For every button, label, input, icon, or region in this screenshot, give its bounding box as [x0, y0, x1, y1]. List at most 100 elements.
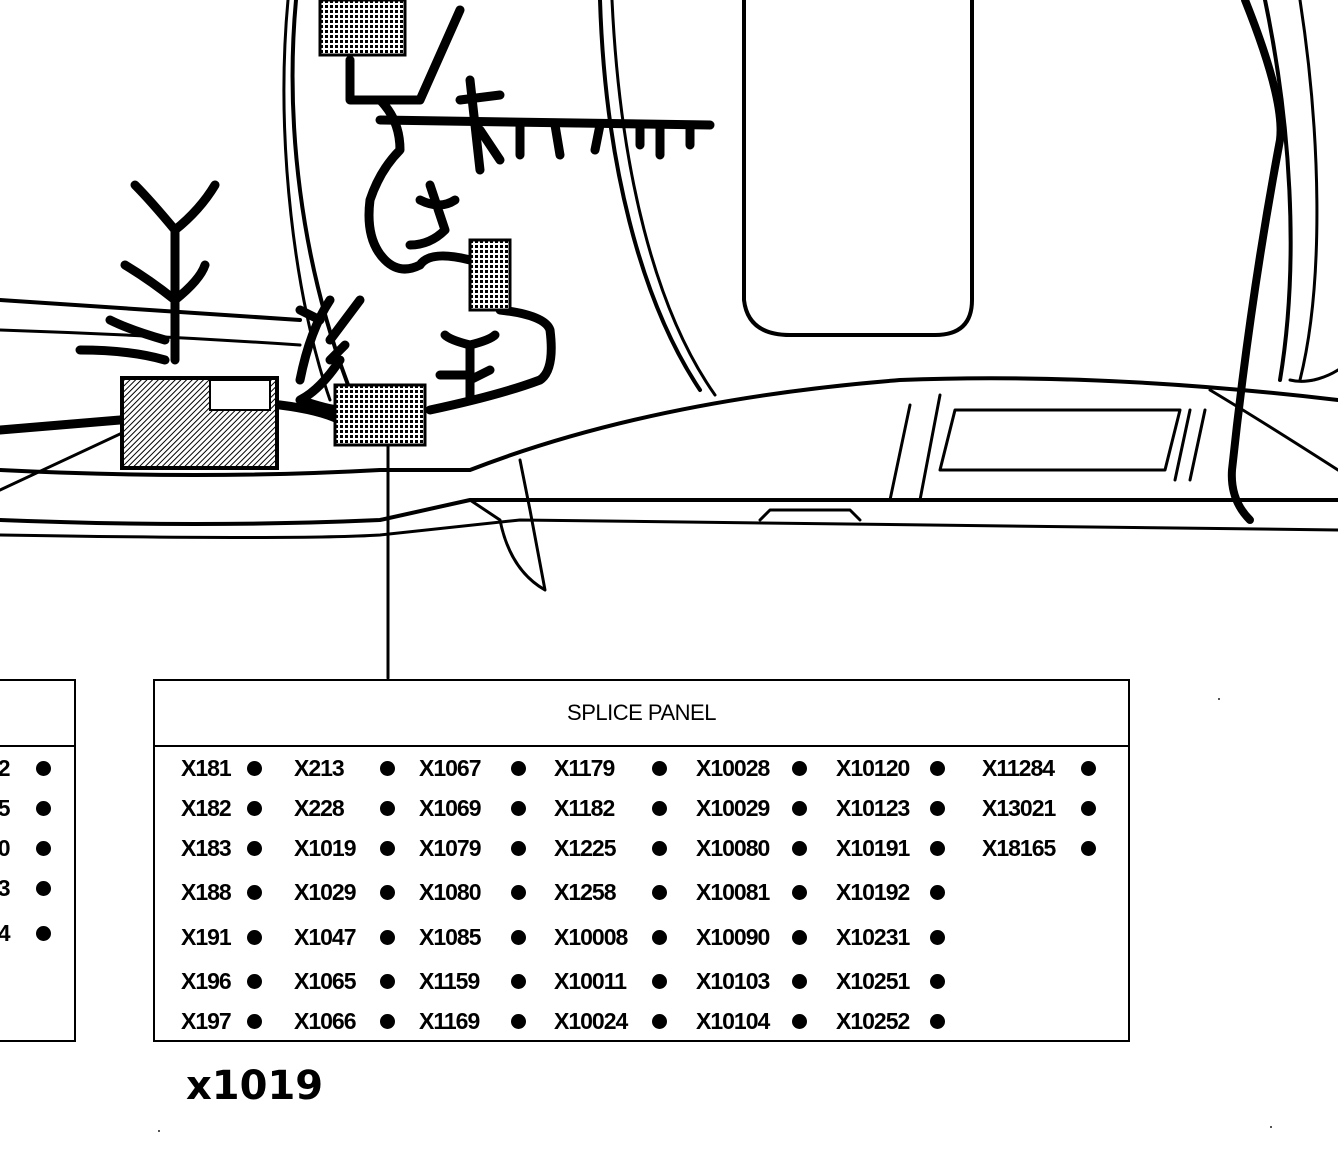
splice-connector-label: X1079 [419, 834, 482, 861]
bullet-icon [792, 885, 807, 900]
splice-connector-label: X10123 [836, 794, 910, 821]
bullet-icon [247, 801, 262, 816]
splice-connector-label: X10191 [836, 834, 910, 861]
splice-connector-label: X1085 [419, 923, 482, 950]
bullet-icon [792, 974, 807, 989]
left-table-entry: 34 [0, 919, 11, 946]
bullet-icon [930, 885, 945, 900]
splice-panel-title: SPLICE PANEL [155, 681, 1128, 747]
splice-connector-label: X1067 [419, 754, 482, 781]
bullet-icon [652, 885, 667, 900]
splice-connector-label: X13021 [982, 794, 1056, 821]
bullet-icon [380, 761, 395, 776]
splice-connector-label: X10251 [836, 967, 910, 994]
splice-connector-label: X188 [181, 878, 232, 905]
splice-connector-label: X191 [181, 923, 232, 950]
splice-connector-label: X228 [294, 794, 345, 821]
splice-connector-label: X10081 [696, 878, 770, 905]
splice-connector-label: X10103 [696, 967, 770, 994]
bullet-icon [380, 885, 395, 900]
bullet-icon [36, 841, 51, 856]
left-table-entry: 33 [0, 874, 11, 901]
bullet-icon [930, 801, 945, 816]
splice-connector-label: X1080 [419, 878, 482, 905]
splice-connector-label: X197 [181, 1007, 232, 1034]
bullet-icon [511, 930, 526, 945]
bullet-icon [380, 1014, 395, 1029]
splice-connector-label: X10008 [554, 923, 628, 950]
splice-connector-label: X181 [181, 754, 232, 781]
splice-connector-label: X196 [181, 967, 232, 994]
splice-connector-label: X10029 [696, 794, 770, 821]
bullet-icon [36, 926, 51, 941]
bullet-icon [792, 761, 807, 776]
splice-connector-label: X182 [181, 794, 232, 821]
scan-speck [158, 1130, 160, 1132]
bullet-icon [380, 974, 395, 989]
scan-speck [1218, 698, 1220, 700]
bullet-icon [1081, 801, 1096, 816]
bullet-icon [652, 930, 667, 945]
left-connector-table: 22 55 00 33 34 [0, 679, 76, 1042]
splice-connector-label: X10120 [836, 754, 910, 781]
splice-connector-label: X1065 [294, 967, 357, 994]
bullet-icon [652, 761, 667, 776]
bullet-icon [36, 881, 51, 896]
splice-connector-label: X18165 [982, 834, 1056, 861]
vehicle-harness-drawing [0, 0, 1338, 680]
left-table-entry: 22 [0, 754, 11, 781]
bullet-icon [1081, 841, 1096, 856]
splice-connector-label: X1029 [294, 878, 357, 905]
splice-connector-label: X1047 [294, 923, 357, 950]
bullet-icon [511, 974, 526, 989]
splice-connector-label: X10192 [836, 878, 910, 905]
splice-connector-label: X1225 [554, 834, 617, 861]
bullet-icon [247, 1014, 262, 1029]
bullet-icon [380, 930, 395, 945]
bullet-icon [930, 930, 945, 945]
left-table-entry: 55 [0, 794, 11, 821]
splice-connector-label: X10011 [554, 967, 627, 994]
splice-connector-label: X10028 [696, 754, 770, 781]
splice-connector-label: X10252 [836, 1007, 910, 1034]
bullet-icon [652, 841, 667, 856]
bullet-icon [652, 1014, 667, 1029]
bullet-icon [511, 1014, 526, 1029]
splice-connector-label: X10104 [696, 1007, 770, 1034]
bullet-icon [511, 801, 526, 816]
bullet-icon [792, 801, 807, 816]
splice-connector-label: X10024 [554, 1007, 628, 1034]
bullet-icon [792, 841, 807, 856]
splice-connector-label: X11284 [982, 754, 1055, 781]
bullet-icon [380, 841, 395, 856]
bullet-icon [36, 801, 51, 816]
left-table-entry: 00 [0, 834, 11, 861]
bullet-icon [247, 930, 262, 945]
bullet-icon [652, 801, 667, 816]
bullet-icon [511, 841, 526, 856]
splice-connector-label: X1066 [294, 1007, 357, 1034]
splice-connector-label: X1019 [294, 834, 357, 861]
splice-connector-label: X213 [294, 754, 345, 781]
splice-connector-label: X1159 [419, 967, 480, 994]
bullet-icon [247, 841, 262, 856]
bullet-icon [930, 761, 945, 776]
bullet-icon [930, 974, 945, 989]
caption-connector-id: x1019 [186, 1063, 324, 1109]
splice-connector-label: X183 [181, 834, 232, 861]
bullet-icon [1081, 761, 1096, 776]
left-table-header [0, 681, 74, 747]
bullet-icon [930, 841, 945, 856]
bullet-icon [511, 885, 526, 900]
bullet-icon [930, 1014, 945, 1029]
splice-connector-label: X1258 [554, 878, 617, 905]
bullet-icon [792, 1014, 807, 1029]
bullet-icon [380, 801, 395, 816]
bullet-icon [36, 761, 51, 776]
bullet-icon [247, 974, 262, 989]
scan-speck [1270, 1126, 1272, 1128]
bullet-icon [792, 930, 807, 945]
bullet-icon [511, 761, 526, 776]
splice-connector-label: X1069 [419, 794, 482, 821]
